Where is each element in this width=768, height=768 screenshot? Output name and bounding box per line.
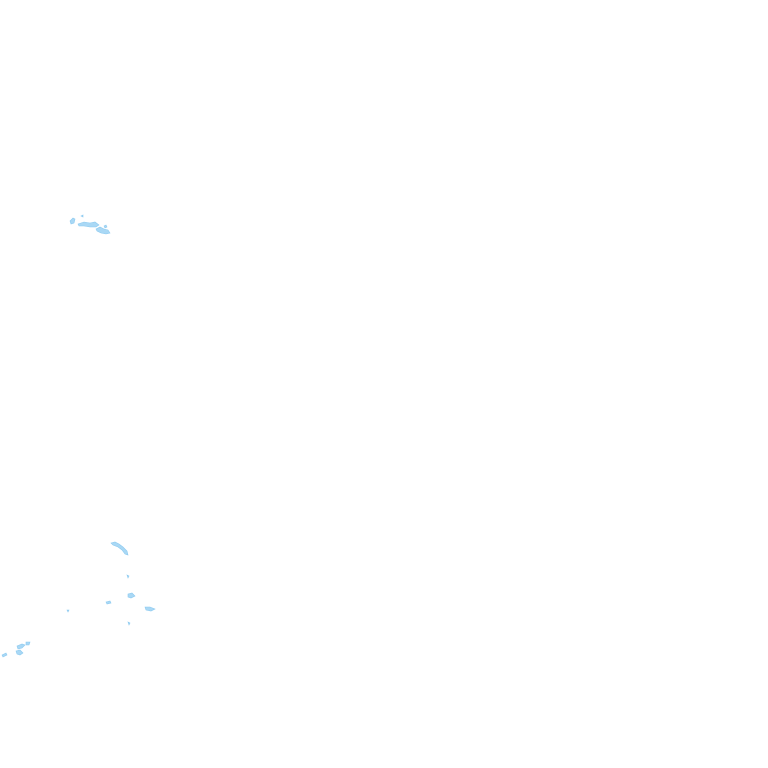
island-cluster-north: [69, 214, 111, 235]
island-cluster-southwest: [1, 641, 31, 658]
islet-southeast-b: [105, 592, 136, 605]
islet-southeast-c: [144, 606, 156, 612]
islet-southeast-a: [126, 574, 130, 579]
island-arc-southeast: [110, 541, 129, 556]
islet-southeast-d: [66, 609, 131, 626]
